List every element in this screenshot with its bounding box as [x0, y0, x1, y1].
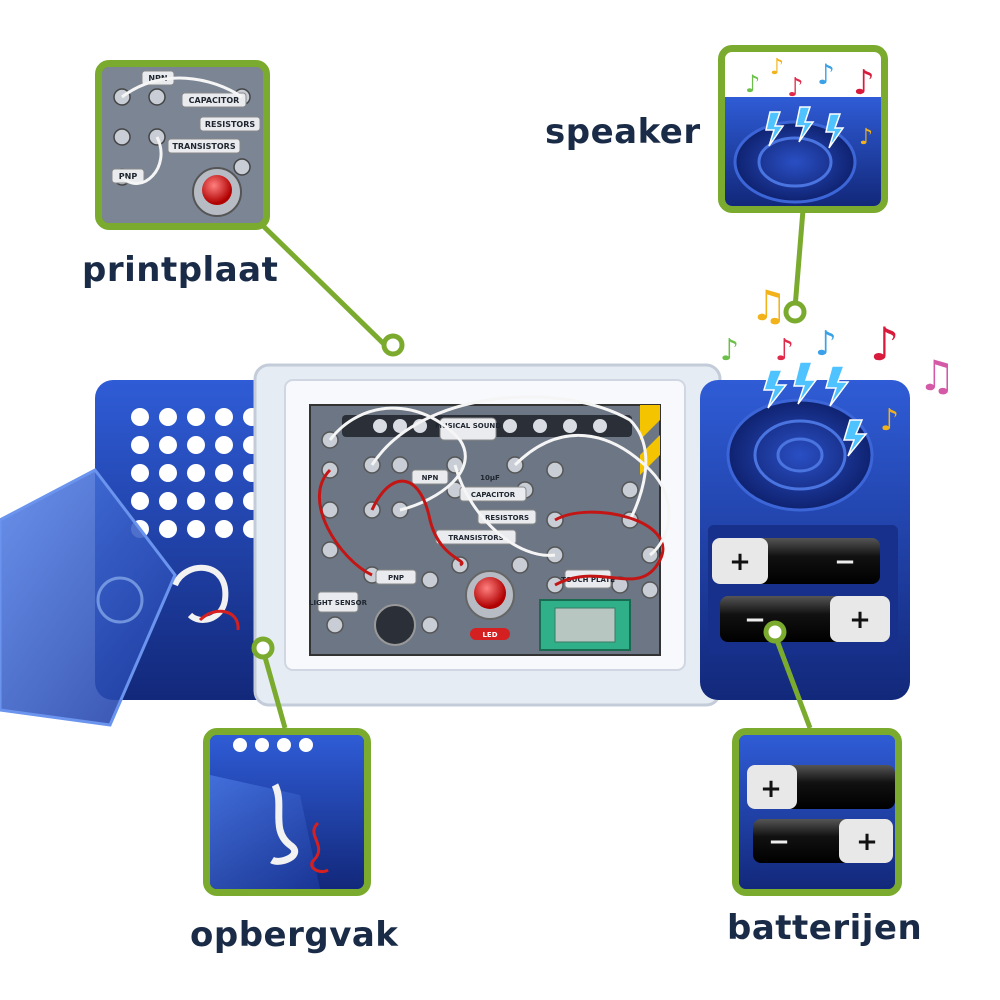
sound-bolts [762, 361, 868, 457]
resistors-label: RESISTORS [485, 514, 529, 522]
musical-sound-label: MUSICAL SOUND [435, 422, 501, 430]
svg-text:♪: ♪ [853, 63, 875, 103]
speaker-zoom: ♪ ♪ ♪ ♪ ♪ ♪ [725, 55, 881, 206]
zoom-npn-label: NPN [148, 74, 167, 83]
capacitor-value-label: 10μF [480, 474, 500, 482]
zoom-pnp-label: PNP [119, 172, 138, 181]
label-batterijen: batterijen [727, 908, 923, 948]
svg-text:♪: ♪ [770, 55, 784, 80]
light-sensor-label: LIGHT SENSOR [309, 599, 368, 607]
storage-lid [0, 468, 177, 727]
touch-plate-label: TOUCH PLATE [561, 576, 615, 584]
battery-top-minus: − [834, 547, 856, 577]
svg-text:♪: ♪ [859, 125, 873, 150]
svg-text:♫: ♫ [750, 281, 788, 330]
speaker-grille [726, 398, 874, 512]
callout-speaker: ♪ ♪ ♪ ♪ ♪ ♪ [718, 45, 888, 213]
label-opbergvak: opbergvak [190, 915, 399, 955]
svg-text:♪: ♪ [870, 317, 899, 371]
battery-bottom-minus: − [744, 605, 766, 635]
battery-top-plus: + [729, 547, 751, 577]
svg-text:♪: ♪ [787, 73, 804, 103]
led-button [474, 577, 506, 609]
zoom-resistors-label: RESISTORS [205, 120, 256, 129]
label-printplaat: printplaat [82, 250, 279, 290]
svg-text:♪: ♪ [775, 333, 794, 368]
svg-text:♪: ♪ [720, 333, 739, 368]
zoom-transistors-label: TRANSISTORS [172, 142, 235, 151]
circuit-board-zoom: NPN CAPACITOR RESISTORS TRANSISTORS PNP [102, 67, 263, 223]
batteries-zoom: + − + [739, 735, 895, 889]
label-speaker: speaker [545, 112, 701, 152]
svg-text:♫: ♫ [918, 351, 956, 400]
zoom-battery-bottom-plus: + [856, 827, 878, 857]
zoom-red-button [202, 175, 232, 205]
light-sensor [374, 604, 416, 646]
transistors-label: TRANSISTORS [448, 534, 503, 542]
callout-dots [251, 300, 807, 660]
battery-bottom: − + [720, 596, 890, 642]
capacitor-label: CAPACITOR [471, 491, 516, 499]
callout-batteries: + − + [732, 728, 902, 896]
svg-text:♪: ♪ [817, 58, 835, 91]
svg-text:♪: ♪ [815, 324, 837, 364]
callout-circuit-board: NPN CAPACITOR RESISTORS TRANSISTORS PNP [95, 60, 270, 230]
npn-label: NPN [422, 474, 439, 482]
callout-storage [203, 728, 371, 896]
callout-connectors [253, 209, 813, 729]
storage-zoom [210, 735, 364, 889]
music-notes: ♫ ♪ ♪ ♪ ♪ ♫ ♪ [720, 281, 956, 438]
circuit-board: MUSICAL SOUND NPN CAPACITOR RESISTORS TR… [309, 395, 671, 656]
svg-text:♪: ♪ [745, 70, 760, 98]
pnp-label: PNP [388, 574, 404, 582]
battery-bottom-plus: + [849, 605, 871, 635]
svg-text:♪: ♪ [880, 403, 899, 438]
battery-top: + − [712, 538, 880, 584]
zoom-battery-bottom-minus: − [768, 827, 790, 857]
zoom-capacitor-label: CAPACITOR [189, 96, 240, 105]
led-label: LED [482, 631, 497, 639]
zoom-battery-top-plus: + [760, 774, 782, 804]
